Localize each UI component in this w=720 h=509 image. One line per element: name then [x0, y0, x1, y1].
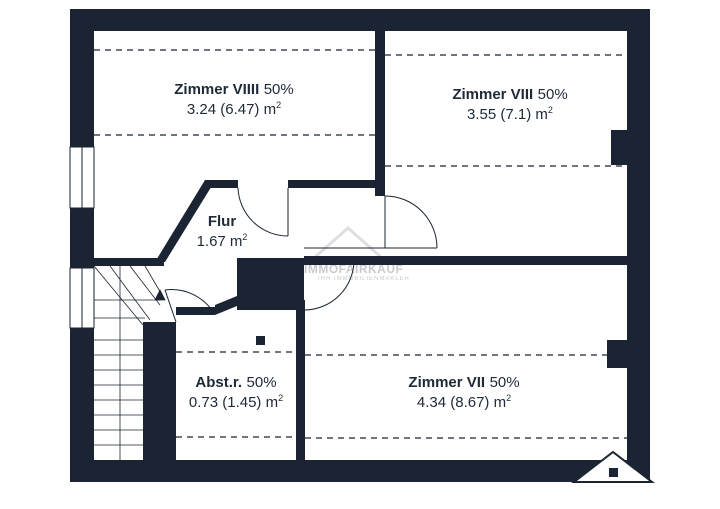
room-name: Flur [207, 213, 237, 230]
room-area: 1.67 m [196, 233, 243, 250]
area-unit-sup: 2 [278, 393, 284, 403]
room-name: Abst.r. [195, 374, 243, 391]
watermark-tagline: IHR IMMOBILIENMAKLER [318, 276, 411, 282]
wall-niche-a [611, 130, 627, 165]
wall-top [70, 9, 650, 31]
room-label-zimmer-viiii: Zimmer VIIII 50% 3.24 (6.47) m2 [134, 80, 334, 120]
door-arc-viii [384, 195, 438, 249]
wall-pillar [256, 336, 265, 345]
door-arc-vii [303, 259, 355, 311]
room-name: Zimmer VIIII [174, 81, 260, 98]
room-label-abstr: Abst.r. 50% 0.73 (1.45) m2 [176, 373, 296, 413]
area-unit-sup: 2 [506, 393, 512, 403]
room-label-flur: Flur 1.67 m2 [172, 212, 272, 252]
door-arc-flur [237, 187, 289, 237]
brand-corner [571, 450, 655, 483]
wall-stairs-right [143, 322, 176, 460]
wall-bottom [70, 460, 650, 482]
wall-diagonal [155, 180, 213, 262]
room-percent: 50% [489, 374, 520, 391]
door-arc-abstr [164, 289, 216, 316]
wall-stairs-top [94, 258, 164, 266]
walls [70, 9, 650, 482]
room-area: 0.73 (1.45) m [188, 394, 279, 411]
wall-right [627, 9, 650, 482]
wall-left-lower [70, 328, 94, 482]
wall-left-upper [70, 9, 94, 147]
wall-abstr-top [176, 307, 215, 315]
stairs [93, 265, 166, 460]
room-name: Zimmer VII [408, 374, 486, 391]
room-area: 4.34 (8.67) m [416, 394, 507, 411]
wall-flur-top-b [288, 180, 385, 188]
wall-inner-v2 [296, 300, 305, 460]
wall-inner-v1 [375, 31, 385, 196]
area-unit-sup: 2 [276, 100, 282, 110]
doors [164, 187, 438, 323]
area-unit-sup: 2 [547, 105, 553, 115]
wall-niche-b [607, 340, 627, 368]
room-area: 3.55 (7.1) m [467, 106, 548, 123]
watermark-brand: IMMOFAIRKAUF [304, 262, 404, 276]
room-area: 3.24 (6.47) m [186, 101, 277, 118]
watermark-house-icon [313, 225, 383, 260]
house-roof-icon [571, 450, 655, 483]
room-label-zimmer-vii: Zimmer VII 50% 4.34 (8.67) m2 [364, 373, 564, 413]
slope-lines [94, 49, 627, 439]
room-percent: 50% [263, 81, 294, 98]
wall-inner-h [304, 256, 627, 265]
wall-column-slant [215, 296, 237, 315]
area-unit-sup: 2 [242, 232, 248, 242]
room-name: Zimmer VIII [452, 86, 534, 103]
window-icon [609, 468, 618, 477]
windows [69, 146, 95, 329]
wall-flur-top-a [205, 180, 238, 188]
wall-left-mid [70, 208, 94, 268]
room-percent: 50% [537, 86, 568, 103]
room-percent: 50% [246, 374, 277, 391]
wall-column [237, 258, 304, 310]
room-label-zimmer-viii: Zimmer VIII 50% 3.55 (7.1) m2 [410, 85, 610, 125]
